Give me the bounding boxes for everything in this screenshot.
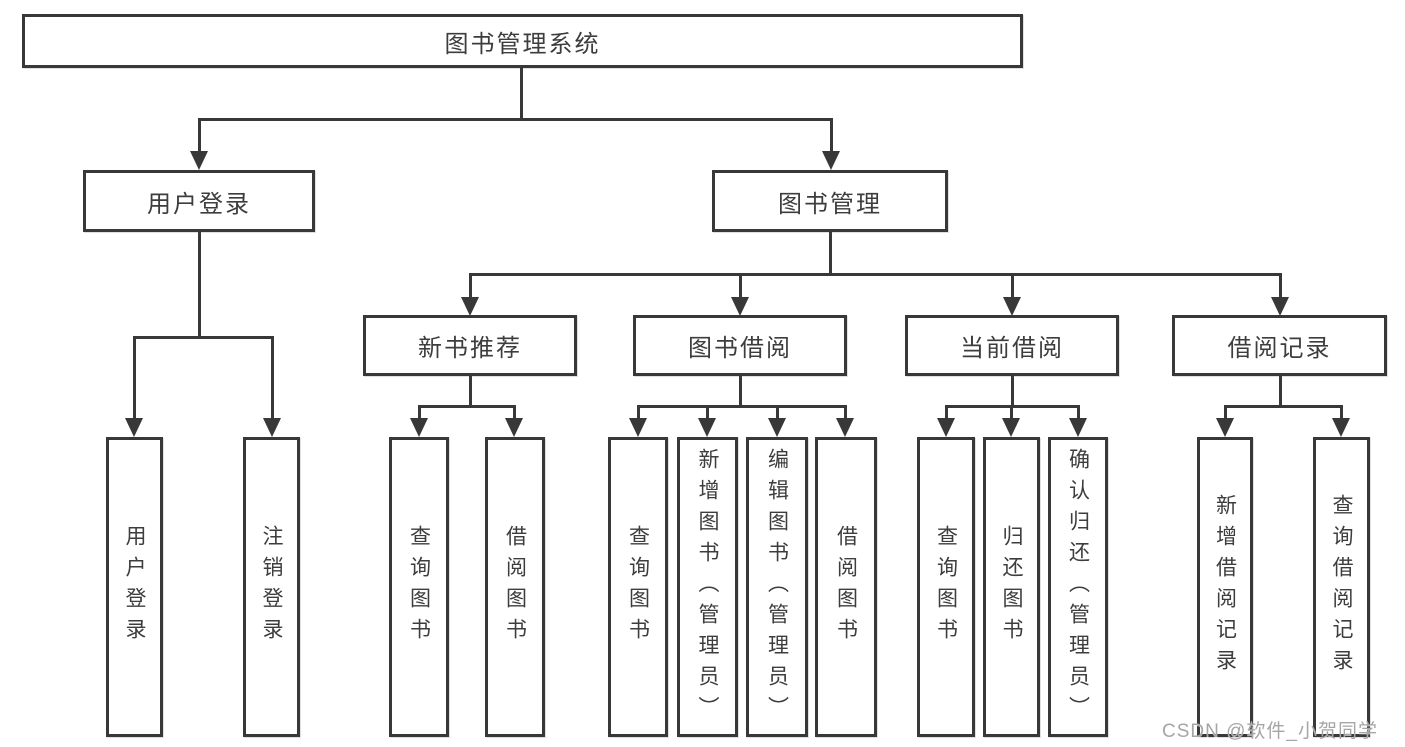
connector-line	[1224, 405, 1342, 408]
connector-line	[1011, 376, 1014, 408]
leaf-add-borrow-record: 新增借阅记录	[1197, 437, 1253, 737]
leaf-query-borrow-record: 查询借阅记录	[1313, 437, 1370, 737]
connector-line	[418, 405, 516, 408]
arrow-down-icon	[822, 151, 840, 170]
arrow-down-icon	[410, 418, 428, 437]
leaf-borrow-books: 借阅图书	[815, 437, 877, 737]
arrow-down-icon	[836, 418, 854, 437]
arrow-down-icon	[1003, 297, 1021, 316]
connector-line	[520, 68, 523, 120]
connector-line	[198, 232, 201, 339]
arrow-down-icon	[125, 418, 143, 437]
connector-line	[739, 273, 742, 298]
connector-line	[1077, 405, 1080, 420]
connector-line	[133, 336, 136, 420]
connector-line	[1340, 405, 1343, 420]
node-book-borrowing: 图书借阅	[633, 315, 847, 376]
connector-line	[637, 405, 640, 420]
csdn-watermark: CSDN @软件_小贺同学	[1162, 721, 1378, 742]
leaf-user-login: 用户登录	[106, 437, 163, 737]
leaf-query-books-borrowing: 查询图书	[608, 437, 668, 737]
node-book-management: 图书管理	[712, 170, 948, 232]
node-library-system: 图书管理系统	[22, 14, 1023, 68]
connector-line	[945, 405, 948, 420]
connector-line	[469, 273, 1281, 276]
leaf-edit-books-admin: 编辑图书（管理员）	[746, 437, 808, 737]
node-borrowing-records: 借阅记录	[1172, 315, 1387, 376]
connector-line	[513, 405, 516, 420]
connector-line	[1011, 273, 1014, 298]
connector-line	[844, 405, 847, 420]
connector-line	[739, 376, 742, 408]
arrow-down-icon	[731, 297, 749, 316]
connector-line	[1279, 376, 1282, 408]
arrow-down-icon	[505, 418, 523, 437]
arrow-down-icon	[1069, 418, 1087, 437]
arrow-down-icon	[698, 418, 716, 437]
connector-line	[776, 405, 779, 420]
leaf-logout: 注销登录	[243, 437, 300, 737]
leaf-borrow-books-recommend: 借阅图书	[485, 437, 545, 737]
arrow-down-icon	[1002, 418, 1020, 437]
arrow-down-icon	[1271, 297, 1289, 316]
connector-line	[418, 405, 421, 420]
connector-line	[637, 405, 847, 408]
leaf-return-books: 归还图书	[983, 437, 1040, 737]
arrow-down-icon	[629, 418, 647, 437]
arrow-down-icon	[263, 418, 281, 437]
arrow-down-icon	[190, 151, 208, 170]
node-user-login: 用户登录	[83, 170, 315, 232]
connector-line	[133, 336, 274, 339]
connector-line	[271, 336, 274, 420]
arrow-down-icon	[768, 418, 786, 437]
connector-line	[469, 273, 472, 298]
connector-line	[829, 232, 832, 276]
arrow-down-icon	[461, 297, 479, 316]
arrow-down-icon	[1216, 418, 1234, 437]
leaf-confirm-return-admin: 确认归还（管理员）	[1048, 437, 1108, 737]
connector-line	[198, 118, 201, 153]
connector-line	[1010, 405, 1013, 420]
connector-line	[469, 376, 472, 408]
connector-line	[1279, 273, 1282, 298]
connector-line	[1224, 405, 1227, 420]
node-new-book-recommend: 新书推荐	[363, 315, 577, 376]
arrow-down-icon	[1332, 418, 1350, 437]
connector-line	[706, 405, 709, 420]
connector-line	[830, 118, 833, 153]
leaf-add-books-admin: 新增图书（管理员）	[677, 437, 738, 737]
node-current-borrowing: 当前借阅	[905, 315, 1119, 376]
arrow-down-icon	[937, 418, 955, 437]
leaf-query-books-recommend: 查询图书	[389, 437, 449, 737]
connector-line	[198, 118, 833, 121]
leaf-query-books-current: 查询图书	[917, 437, 975, 737]
